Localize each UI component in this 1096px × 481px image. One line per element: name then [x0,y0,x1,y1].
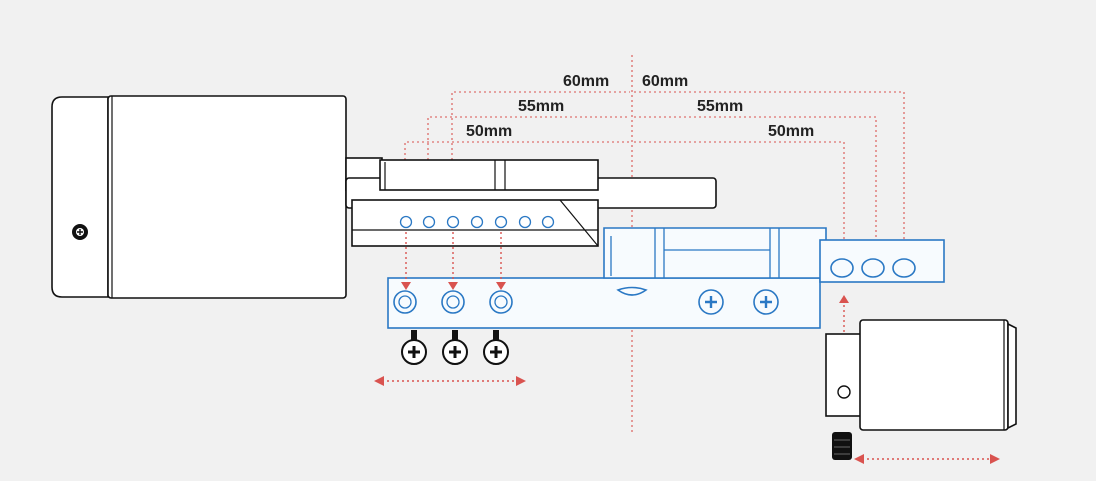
dim-right-55: 55mm [697,98,743,115]
lock-body [51,95,347,299]
screw-head-icon [489,290,513,314]
loose-screws [401,330,509,365]
dim-left-60: 60mm [563,73,609,90]
lock-insert [345,157,717,247]
screw-head-icon [72,224,88,240]
screw-head-icon [441,290,465,314]
set-screw-icon [832,432,852,460]
screw-head-icon [401,330,427,365]
dim-right-50: 50mm [768,123,814,140]
screw-head-icon [753,289,779,315]
right-knob [825,319,1017,431]
bracket-screws [393,289,779,315]
screw-head-icon [483,330,509,365]
double-arrow-icon [374,376,526,386]
screw-head-icon [393,290,417,314]
dim-left-55: 55mm [518,98,564,115]
dim-left-50: 50mm [466,123,512,140]
screw-head-icon [698,289,724,315]
dim-right-60: 60mm [642,73,688,90]
screw-head-icon [442,330,468,365]
double-arrow-icon [854,454,1000,464]
rail-holes [399,215,555,229]
